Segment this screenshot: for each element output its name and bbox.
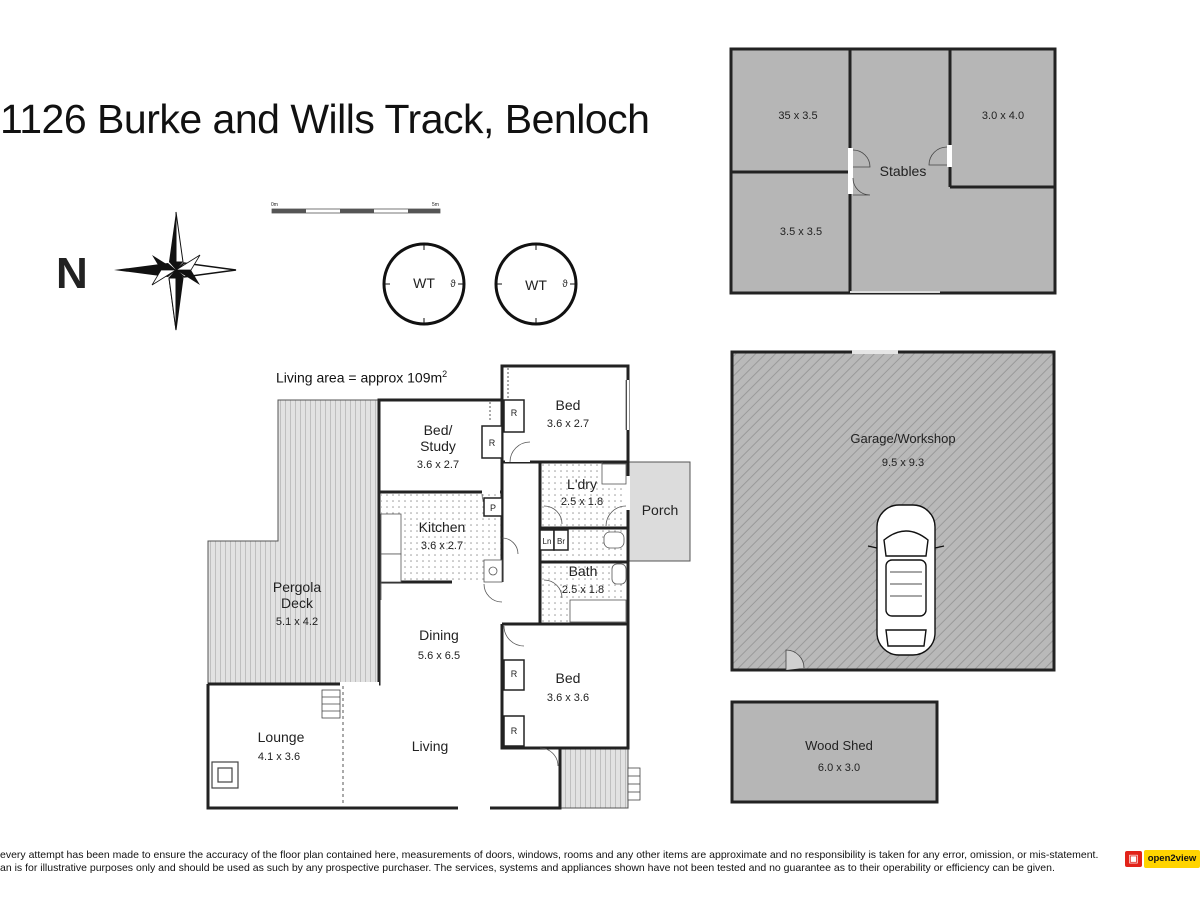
wood-shed-label: Wood Shed bbox=[805, 738, 873, 753]
room-label: Dining bbox=[419, 627, 459, 643]
north-compass-icon: N bbox=[56, 211, 237, 331]
garage-dims: 9.5 x 9.3 bbox=[882, 457, 924, 469]
svg-text:ϑ: ϑ bbox=[450, 279, 456, 290]
stable-box-dims: 3.0 x 4.0 bbox=[982, 110, 1024, 122]
room-label: Kitchen bbox=[419, 519, 466, 535]
wood-shed-dims: 6.0 x 3.0 bbox=[818, 762, 860, 774]
room-dims: 4.1 x 3.6 bbox=[258, 751, 300, 763]
scale-bar: 0m 5m bbox=[271, 202, 441, 214]
robe-label: R bbox=[511, 408, 518, 418]
room-label: Living bbox=[412, 738, 449, 754]
room-dims: 5.1 x 4.2 bbox=[276, 616, 318, 628]
garage-label: Garage/Workshop bbox=[850, 431, 955, 446]
disclaimer-line: an is for illustrative purposes only and… bbox=[0, 862, 1055, 874]
room-label: Pergola bbox=[273, 579, 321, 595]
living-area-unit-sup: 2 bbox=[442, 369, 448, 379]
stable-box-dims: 3.5 x 3.5 bbox=[780, 226, 822, 238]
water-tank: WT ϑ bbox=[494, 242, 578, 326]
room-dims: 2.5 x 1.8 bbox=[562, 584, 604, 596]
property-address-title: 1126 Burke and Wills Track, Benloch bbox=[0, 96, 650, 142]
water-tank-label: WT bbox=[413, 275, 435, 291]
svg-text:ϑ: ϑ bbox=[562, 279, 568, 290]
stable-box-dims: 35 x 3.5 bbox=[778, 110, 817, 122]
room-label: L'dry bbox=[567, 476, 597, 492]
robe-label: R bbox=[489, 438, 496, 448]
house-floor-plan: R R R R P Ln Br bbox=[206, 364, 691, 810]
water-tank-label: WT bbox=[525, 277, 547, 293]
room-label: Deck bbox=[281, 595, 314, 611]
wood-shed-building: Wood Shed 6.0 x 3.0 bbox=[730, 700, 939, 804]
room-dims: 2.5 x 1.8 bbox=[561, 496, 603, 508]
room-dims: 3.6 x 2.7 bbox=[421, 540, 463, 552]
scale-end-label: 5m bbox=[432, 202, 439, 208]
room-label: Bed/ bbox=[424, 422, 453, 438]
scale-start-label: 0m bbox=[271, 202, 278, 208]
water-tank: WT ϑ bbox=[382, 242, 466, 326]
room-label: Study bbox=[420, 438, 456, 454]
open2view-logo: ▣ open2view bbox=[1125, 850, 1200, 868]
camera-icon: ▣ bbox=[1125, 851, 1142, 867]
room-dims: 3.6 x 2.7 bbox=[547, 418, 589, 430]
stables-label: Stables bbox=[880, 163, 927, 179]
living-area-note: Living area = approx 109m2 bbox=[276, 369, 447, 386]
room-label: Lounge bbox=[258, 729, 305, 745]
car-icon bbox=[867, 504, 945, 656]
brand-text: open2view bbox=[1144, 850, 1200, 868]
north-label: N bbox=[56, 249, 88, 298]
broom-label: Br bbox=[557, 537, 565, 546]
room-label: Bath bbox=[569, 563, 598, 579]
linen-label: Ln bbox=[543, 537, 552, 546]
room-label: Porch bbox=[642, 502, 679, 518]
room-dims: 3.6 x 3.6 bbox=[547, 692, 589, 704]
disclaimer: every attempt has been made to ensure th… bbox=[0, 849, 1110, 875]
disclaimer-line: every attempt has been made to ensure th… bbox=[0, 849, 1099, 861]
pantry-label: P bbox=[490, 503, 496, 513]
room-label: Bed bbox=[556, 670, 581, 686]
stables-building: 35 x 3.5 3.0 x 4.0 3.5 x 3.5 Stables bbox=[729, 47, 1057, 295]
steps-icon bbox=[321, 689, 641, 801]
room-dims: 5.6 x 6.5 bbox=[418, 650, 460, 662]
room-dims: 3.6 x 2.7 bbox=[417, 459, 459, 471]
robe-label: R bbox=[511, 726, 518, 736]
robe-label: R bbox=[511, 669, 518, 679]
heater-icon bbox=[211, 761, 239, 789]
room-label: Bed bbox=[556, 397, 581, 413]
garage-workshop-building: Garage/Workshop 9.5 x 9.3 bbox=[730, 350, 1056, 672]
living-area-text: Living area = approx 109m bbox=[276, 369, 443, 386]
